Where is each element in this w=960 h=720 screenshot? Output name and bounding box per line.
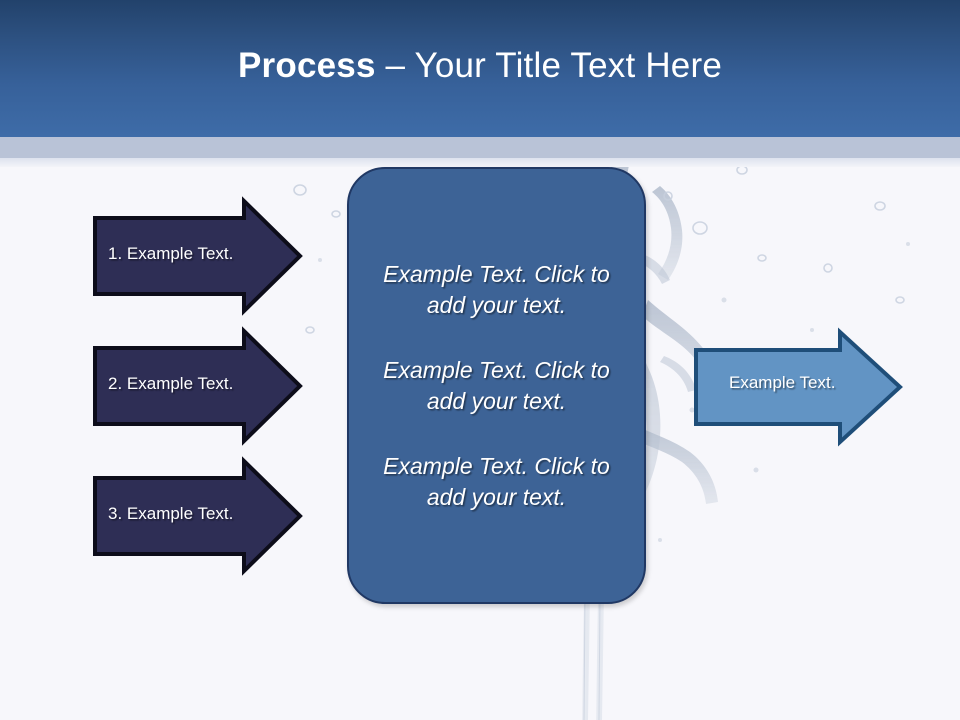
- header-banner: [0, 0, 960, 137]
- right-arrow-icon: [93, 196, 303, 316]
- process-step-arrow-2[interactable]: 2. Example Text.: [92, 326, 304, 446]
- page-title-strong: Process: [238, 46, 376, 85]
- header-accent-fade: [0, 158, 960, 167]
- header-accent-strip: [0, 137, 960, 158]
- panel-paragraph: Example Text. Click to add your text.: [383, 356, 610, 414]
- right-arrow-icon: [93, 456, 303, 576]
- process-step-arrow-1[interactable]: 1. Example Text.: [92, 196, 304, 316]
- right-arrow-icon: [694, 327, 903, 447]
- water-stream: [582, 596, 604, 720]
- page-title-rest: – Your Title Text Here: [375, 46, 722, 85]
- process-step-arrow-3[interactable]: 3. Example Text.: [92, 456, 304, 576]
- process-outcome-arrow[interactable]: Example Text.: [693, 327, 905, 447]
- panel-paragraph: Example Text. Click to add your text.: [383, 260, 610, 318]
- right-arrow-icon: [93, 326, 303, 446]
- panel-paragraph: Example Text. Click to add your text.: [383, 452, 610, 510]
- page-title: Process – Your Title Text Here: [0, 46, 960, 86]
- center-text-panel[interactable]: Example Text. Click to add your text. Ex…: [347, 167, 646, 604]
